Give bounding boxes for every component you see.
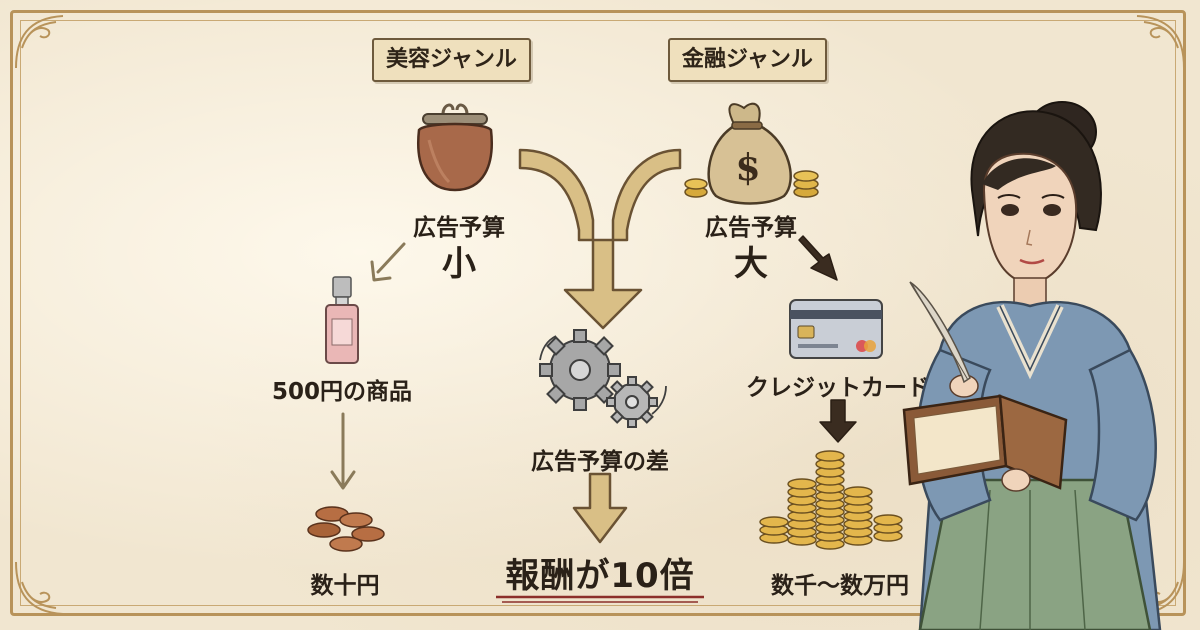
finance-genre-label: 金融ジャンル xyxy=(668,38,827,82)
right-budget-size: 大 xyxy=(734,244,768,284)
few-coins-icon xyxy=(307,506,385,552)
right-reward-text: 数千〜数万円 xyxy=(771,573,909,599)
coin-stacks-icon xyxy=(759,450,903,550)
budget-difference-text: 広告予算の差 xyxy=(531,449,669,475)
gears-icon xyxy=(539,329,667,428)
left-budget-size: 小 xyxy=(442,244,476,284)
result-text: 報酬が10倍 xyxy=(505,556,695,596)
ornate-frame-inner xyxy=(20,20,1176,606)
ornate-frame-outer xyxy=(10,10,1186,616)
money-bag-icon: $ xyxy=(684,102,819,205)
beauty-genre-label: 美容ジャンル xyxy=(372,38,531,82)
result-underline xyxy=(496,595,704,603)
left-down-arrow-icon xyxy=(330,412,356,490)
merging-arrow-icon xyxy=(518,148,682,330)
right-down-arrow-icon xyxy=(819,399,857,443)
right-diagonal-arrow-icon xyxy=(798,235,838,281)
corner-ornament-top-left xyxy=(15,15,64,69)
right-budget-label: 広告予算 xyxy=(705,215,797,241)
credit-card-icon xyxy=(789,299,883,359)
center-down-arrow-icon xyxy=(572,472,628,544)
left-reward-text: 数十円 xyxy=(310,573,380,599)
woman-illustration xyxy=(902,101,1162,630)
coin-purse-icon xyxy=(417,103,493,192)
left-budget-label: 広告予算 xyxy=(413,215,505,241)
right-product-text: クレジットカード xyxy=(746,375,930,401)
svg-text:$: $ xyxy=(735,147,760,189)
cosmetic-bottle-icon xyxy=(325,276,359,364)
corner-ornament-top-right xyxy=(1136,15,1185,69)
corner-ornament-bottom-left xyxy=(15,561,64,615)
left-product-text: 500円の商品 xyxy=(271,379,412,405)
left-diagonal-arrow-icon xyxy=(370,242,406,282)
